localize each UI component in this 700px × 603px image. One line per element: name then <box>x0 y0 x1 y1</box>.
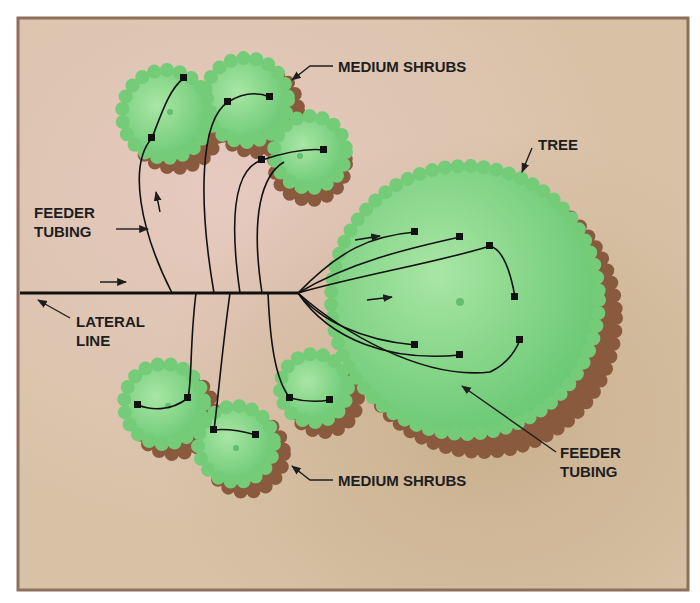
label-text: LATERAL LINE <box>76 312 156 350</box>
shrub <box>198 406 274 482</box>
label-text: MEDIUM SHRUBS <box>338 471 538 490</box>
tree-canopy <box>331 166 599 434</box>
shrub <box>204 58 288 142</box>
plant-foliage <box>122 58 599 482</box>
shrub <box>122 70 210 158</box>
soil-tint <box>20 20 686 588</box>
soil-tint <box>20 20 686 588</box>
label-text: FEEDER TUBING <box>560 443 640 481</box>
label-text: TREE <box>538 135 618 154</box>
label-text: FEEDER TUBING <box>34 203 114 241</box>
shrub <box>124 364 204 444</box>
label-text: MEDIUM SHRUBS <box>338 57 538 76</box>
leader-lines <box>38 66 556 480</box>
plant-centres <box>165 109 464 451</box>
shrub <box>280 354 348 422</box>
flow-arrows <box>100 192 392 300</box>
feeder-tubing <box>138 78 520 435</box>
lateral-line <box>20 292 298 295</box>
emitters <box>134 74 523 438</box>
soil-ground <box>18 18 688 590</box>
